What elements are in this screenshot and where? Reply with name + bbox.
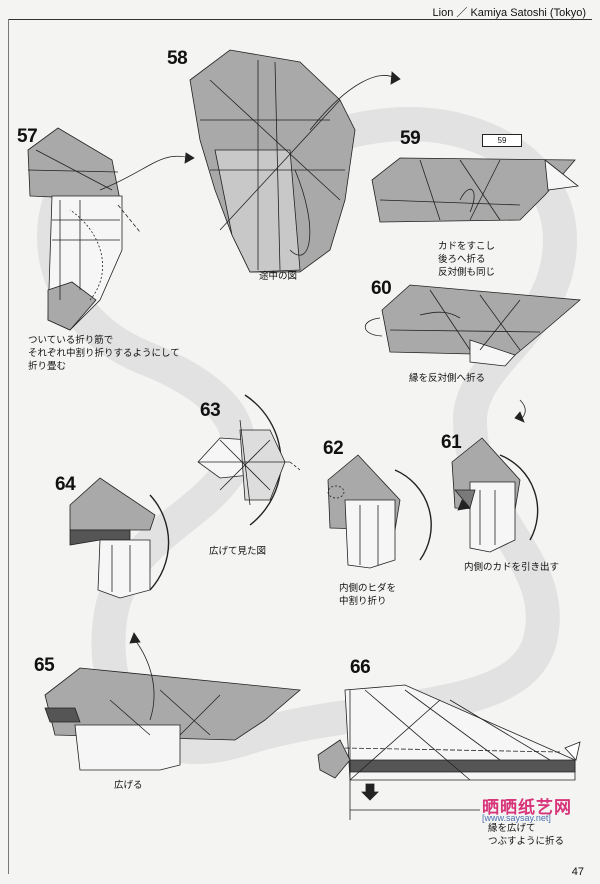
background-swirl — [37, 107, 578, 765]
step-number-61: 61 — [441, 432, 462, 453]
step60-model — [364, 284, 581, 423]
step-number-59: 59 — [400, 128, 421, 149]
step63-caption: 広げて見た図 — [209, 546, 267, 557]
step58-caption: 途中の図 — [259, 271, 298, 282]
header-title: Lion ／ Kamiya Satoshi (Tokyo) — [432, 7, 586, 19]
left-margin-rule — [8, 19, 9, 874]
step57-caption: ついている折り筋で それぞれ中割り折りするようにして 折り畳む — [28, 335, 180, 372]
step-number-64: 64 — [55, 474, 76, 495]
step-number-66: 66 — [350, 657, 371, 678]
watermark-logo: 晒晒纸艺网 — [482, 798, 572, 818]
step65-caption: 広げる — [114, 780, 143, 791]
step62-model — [327, 454, 432, 569]
watermark-url: [www.saysay.net] — [482, 813, 551, 823]
step66-caption: 縁を広げて つぶすように折る — [488, 823, 565, 847]
step62-caption: 内側のヒダを 中割り折り — [339, 583, 397, 607]
step-number-62: 62 — [323, 438, 344, 459]
step-number-57: 57 — [17, 126, 38, 147]
step58-model — [189, 49, 401, 273]
step61-caption: 内側のカドを引き出す — [464, 562, 560, 573]
page-number: 47 — [571, 866, 584, 878]
step59-model — [371, 157, 579, 223]
step66-model — [317, 684, 581, 820]
step57-model — [27, 127, 195, 331]
step60-caption: 縁を反対側へ折る — [409, 373, 486, 384]
step-number-63: 63 — [200, 400, 221, 421]
step-number-58: 58 — [167, 48, 188, 69]
step65-model — [44, 632, 301, 771]
step64-model — [69, 477, 170, 599]
step-number-65: 65 — [34, 655, 55, 676]
header-rule — [8, 19, 592, 20]
step61-model — [451, 437, 539, 553]
step63-model — [197, 394, 301, 526]
step59-reference-box: 59 — [482, 134, 522, 147]
step59-caption: カドをすこし 後ろへ折る 反対側も同じ — [438, 241, 496, 278]
step-number-60: 60 — [371, 278, 392, 299]
